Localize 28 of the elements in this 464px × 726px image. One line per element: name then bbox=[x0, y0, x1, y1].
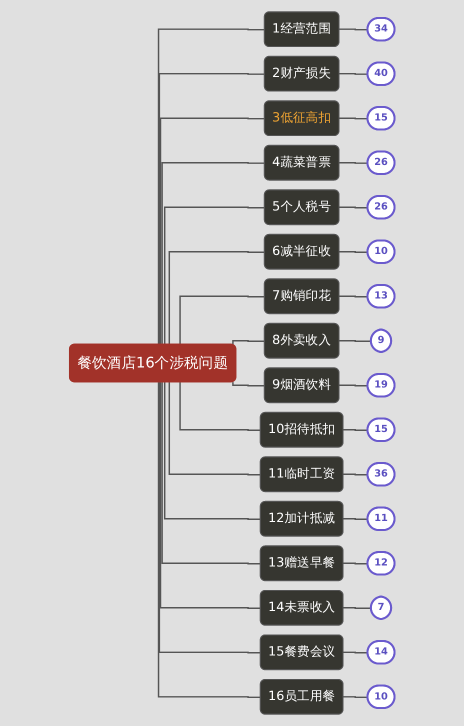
connector bbox=[342, 518, 368, 520]
connector bbox=[338, 296, 368, 298]
connector bbox=[232, 340, 265, 345]
connector bbox=[179, 296, 265, 345]
connector bbox=[338, 72, 368, 75]
connector bbox=[338, 384, 368, 386]
connector bbox=[338, 28, 368, 30]
connector bbox=[338, 251, 368, 253]
connector bbox=[342, 696, 368, 698]
connector bbox=[342, 429, 368, 431]
connector bbox=[164, 206, 265, 345]
connector bbox=[161, 382, 261, 564]
connector bbox=[160, 117, 265, 345]
connector bbox=[161, 162, 265, 345]
connector bbox=[232, 382, 265, 386]
connector bbox=[168, 382, 261, 476]
connector bbox=[338, 117, 368, 120]
connector bbox=[342, 652, 368, 654]
connector bbox=[160, 382, 261, 610]
connector bbox=[342, 474, 368, 476]
connector bbox=[338, 340, 372, 342]
connector bbox=[338, 206, 368, 208]
connector bbox=[342, 607, 372, 610]
connector bbox=[342, 562, 368, 564]
connector bbox=[338, 162, 368, 164]
connector bbox=[179, 382, 261, 431]
connector bbox=[168, 251, 265, 345]
connector bbox=[164, 382, 261, 520]
